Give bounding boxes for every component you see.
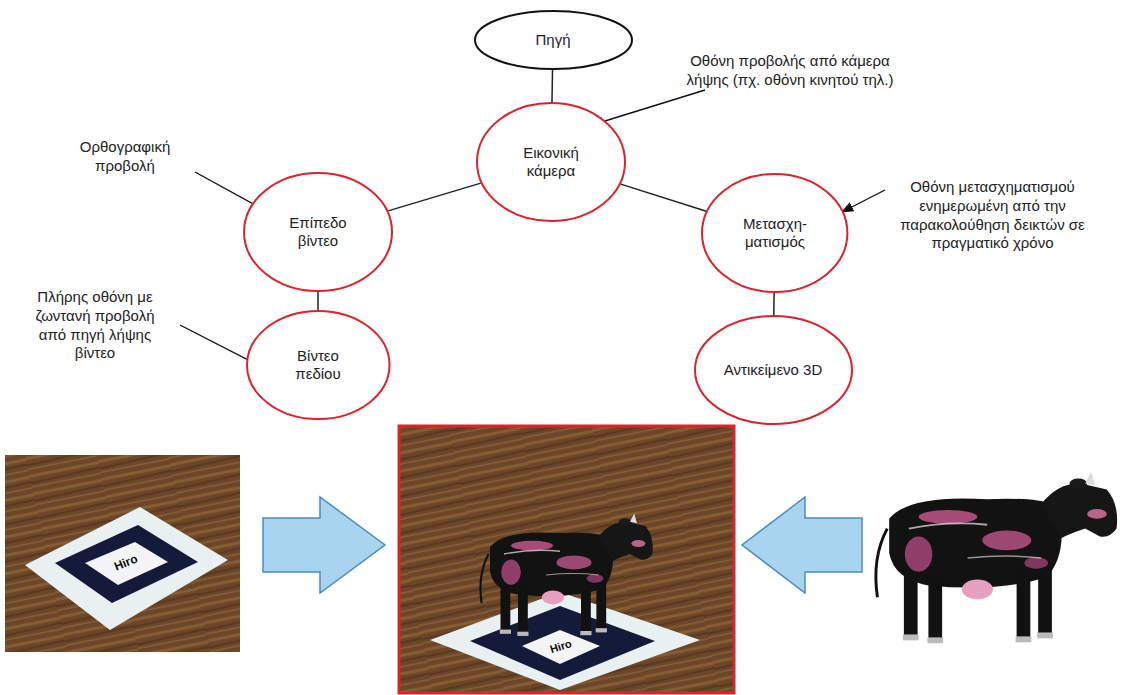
block-arrow [263,497,385,593]
ellipse-node: Πηγή [474,10,633,70]
annotation: Ορθογραφική προβολή [55,138,195,176]
node-label: Μετασχη- ματισμός [729,215,821,251]
node-label: Αντικείμενο 3D [723,361,823,379]
connector [388,183,481,211]
ellipse-node: Αντικείμενο 3D [694,315,853,425]
ellipse-node: Επίπεδο βίντεο [243,172,393,292]
leader-arrow [592,90,705,125]
ellipse-node: Μετασχη- ματισμός [701,173,848,293]
annotation: Οθόνη μετασχηματισμού ενημερωμένη από τη… [875,178,1110,253]
ellipse-node: Εικονική κάμερα [476,102,626,222]
ellipse-node: Βίντεο πεδίου [246,310,391,420]
leader-arrow [842,190,885,212]
annotation: Πλήρης οθόνη με ζωντανή προβολή από πηγή… [25,288,165,363]
connector [317,292,319,310]
node-label: Επίπεδο βίντεο [273,214,363,250]
marker-photo [5,455,240,652]
node-label: Πηγή [503,31,603,49]
cow-model [876,472,1117,644]
connector [551,70,553,102]
annotation: Οθόνη προβολής από κάμερα λήψης (πχ. οθό… [680,52,900,90]
connector [621,184,707,211]
connector [773,293,775,315]
node-label: Εικονική κάμερα [506,144,596,180]
augmented-photo [399,426,734,693]
node-label: Βίντεο πεδίου [273,347,363,383]
block-arrow [742,497,862,593]
